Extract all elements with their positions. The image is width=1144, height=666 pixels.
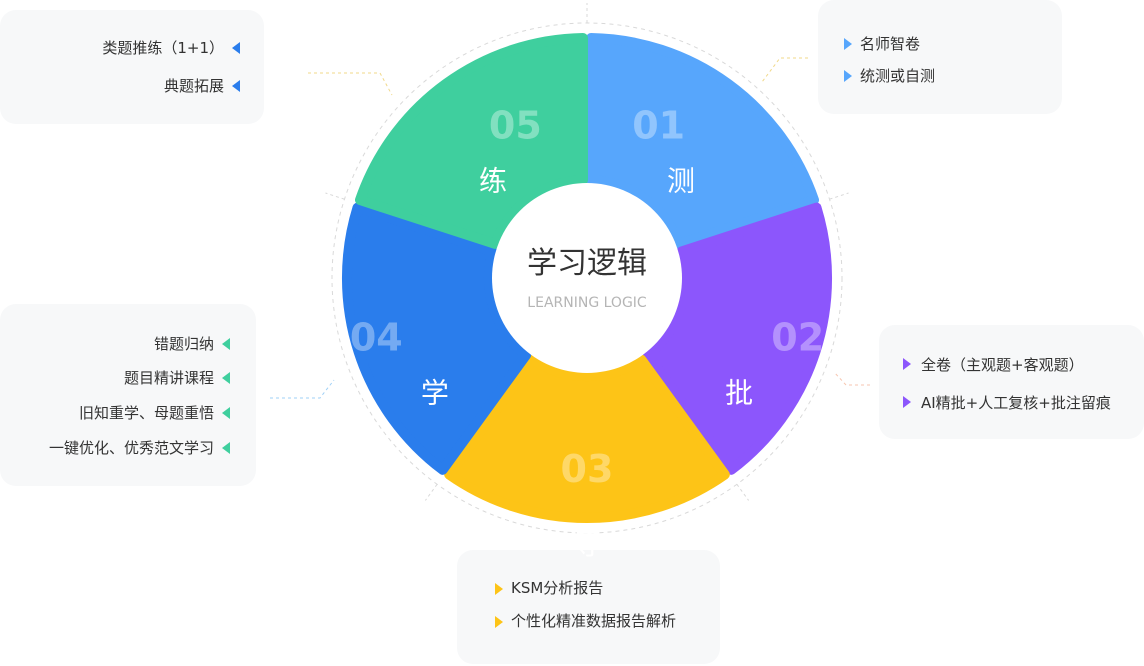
separator-2 — [736, 484, 750, 501]
card-lian: 类题推练（1+1） 典题拓展 — [0, 10, 264, 124]
segment-xue — [342, 202, 532, 475]
xue-item-1: 错题归纳 — [153, 335, 214, 353]
center-disc — [492, 183, 682, 373]
segment-xue-label: 学 — [421, 377, 449, 410]
dao-item-2: 个性化精准数据报告解析 — [511, 612, 677, 630]
xue-item-2-arrow-icon — [222, 372, 230, 384]
pi-item-1-arrow-icon — [903, 358, 911, 370]
xue-item-4-arrow-icon — [222, 442, 230, 454]
ce-item-2: 统测或自测 — [860, 67, 936, 85]
lian-item-2-arrow-icon — [232, 80, 240, 92]
card-dao: KSM分析报告 个性化精准数据报告解析 — [457, 550, 720, 664]
separator-3 — [424, 484, 438, 501]
center-title: 学习逻辑 — [527, 246, 647, 281]
card-pi: 全卷（主观题+客观题） AI精批+人工复核+批注留痕 — [879, 325, 1144, 439]
segment-lian-number: 05 — [489, 103, 542, 147]
dao-item-2-arrow-icon — [495, 616, 503, 628]
dao-item-1-arrow-icon — [495, 583, 503, 595]
segment-lian-label: 练 — [479, 164, 507, 197]
separator-1 — [829, 192, 849, 200]
lian-item-1-arrow-icon — [232, 42, 240, 54]
connector-xue — [270, 379, 335, 399]
connector-pi — [833, 371, 870, 386]
dao-item-1: KSM分析报告 — [511, 579, 604, 597]
pi-item-1: 全卷（主观题+客观题） — [921, 356, 1084, 374]
ce-item-2-arrow-icon — [844, 70, 852, 82]
card-xue: 错题归纳 题目精讲课程 旧知重学、母题重悟 一键优化、优秀范文学习 — [0, 304, 256, 486]
xue-item-1-arrow-icon — [222, 338, 230, 350]
segment-pi — [642, 202, 832, 475]
segment-xue-number: 04 — [350, 316, 403, 360]
segment-dao-label: 导 — [573, 528, 601, 561]
segment-ce — [586, 33, 820, 249]
segment-pi-number: 02 — [771, 316, 824, 360]
lian-item-2: 典题拓展 — [163, 77, 224, 95]
xue-item-3-arrow-icon — [222, 407, 230, 419]
lian-item-1: 类题推练（1+1） — [102, 39, 224, 57]
ce-item-1: 名师智卷 — [860, 35, 921, 53]
xue-item-4: 一键优化、优秀范文学习 — [48, 439, 214, 457]
center-subtitle: LEARNING LOGIC — [527, 295, 647, 311]
ce-item-1-arrow-icon — [844, 38, 852, 50]
card-ce: 名师智卷 统测或自测 — [818, 0, 1062, 114]
segment-dao — [444, 354, 730, 523]
segment-ce-label: 测 — [667, 164, 695, 197]
segment-lian — [354, 33, 588, 249]
connector-ce — [761, 57, 808, 83]
segment-ce-number: 01 — [632, 103, 685, 147]
pi-item-2-arrow-icon — [903, 396, 911, 408]
xue-item-3: 旧知重学、母题重悟 — [78, 404, 214, 422]
pi-item-2: AI精批+人工复核+批注留痕 — [921, 394, 1111, 412]
xue-item-2: 题目精讲课程 — [123, 369, 214, 387]
separator-4 — [325, 192, 345, 200]
connector-lian — [308, 72, 393, 96]
segment-dao-number: 03 — [561, 447, 614, 491]
segment-pi-label: 批 — [725, 377, 753, 410]
